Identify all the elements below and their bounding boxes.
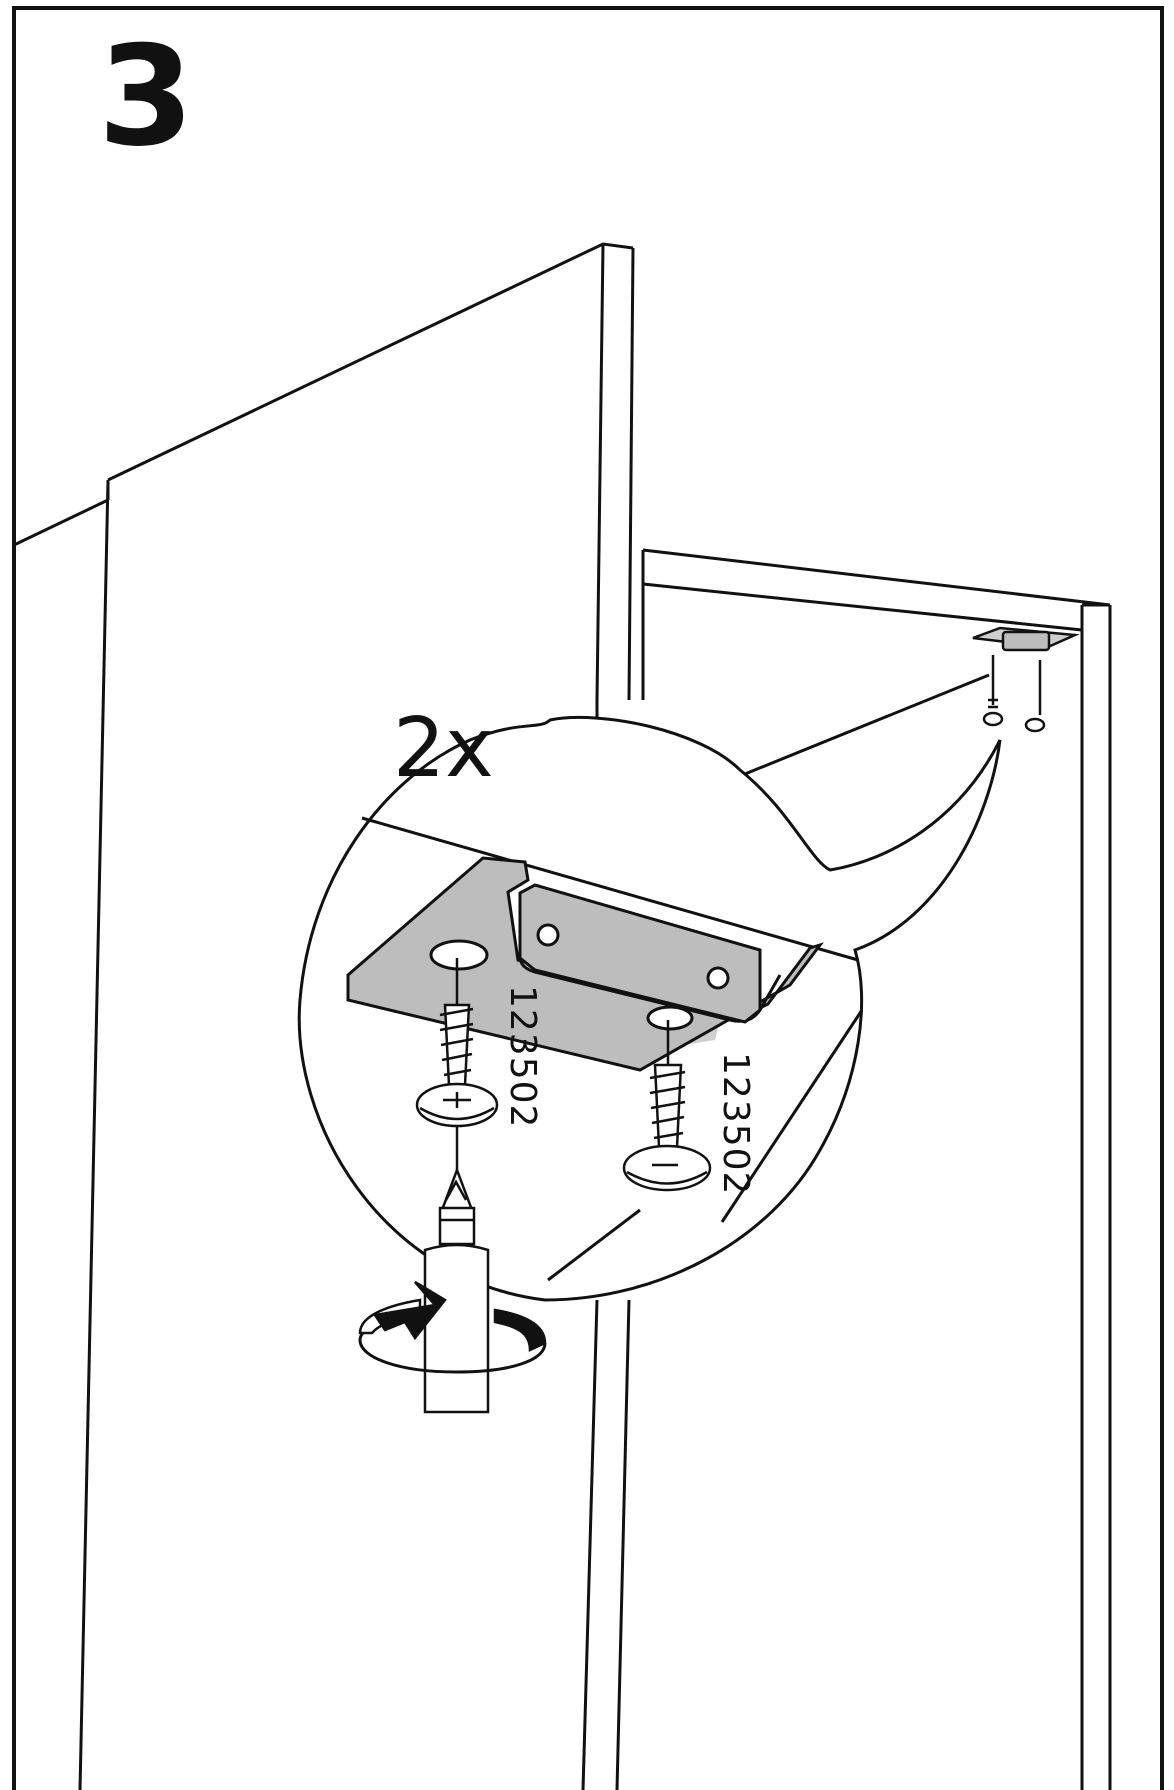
- cabinet-top-rail: [641, 548, 1112, 1790]
- page-border: [12, 6, 1164, 1790]
- part-number-label-left: 123502: [502, 985, 543, 1129]
- screw-icon: [415, 958, 499, 1128]
- step-number: 3: [98, 16, 195, 177]
- quantity-label: 2x: [393, 701, 494, 796]
- detail-rail: [361, 816, 864, 1282]
- left-side-panel: [13, 242, 635, 1790]
- clockwise-rotation-arrow-icon: [358, 1280, 547, 1374]
- screw-icon: [622, 1020, 712, 1192]
- small-bracket-overview: [972, 626, 1080, 733]
- callout-leader: [739, 673, 990, 778]
- part-number-label-right: 123502: [715, 1052, 756, 1196]
